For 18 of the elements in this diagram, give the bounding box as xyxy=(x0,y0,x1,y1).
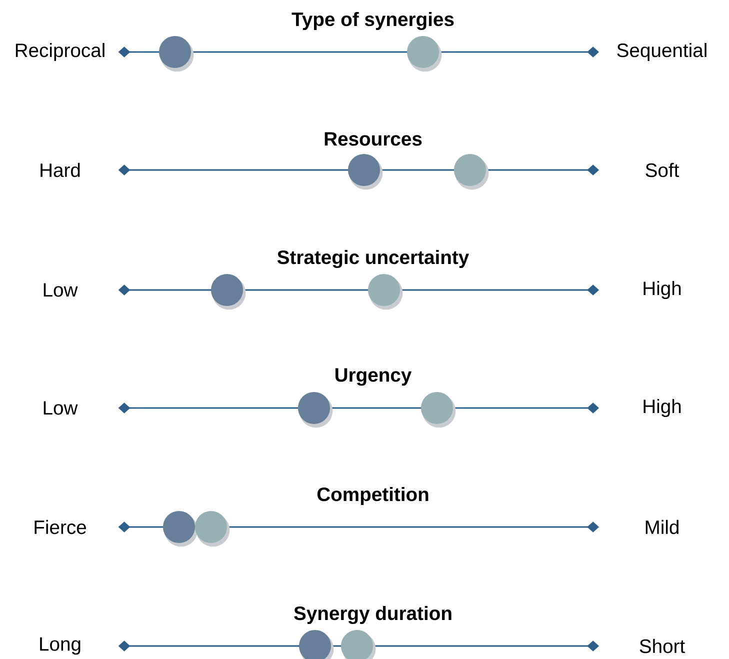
scale-end-label: Reciprocal xyxy=(16,42,104,61)
scale-end-label: Short xyxy=(640,638,685,654)
scale-title: Resources xyxy=(324,132,422,146)
scale-end-label: High xyxy=(644,280,681,299)
scale-end-label: Sequential xyxy=(617,42,706,61)
scale-end-label: Soft xyxy=(646,162,680,178)
scale-title: Urgency xyxy=(336,368,412,386)
scale-end-label: Low xyxy=(44,283,78,297)
scale-end-label: High xyxy=(644,398,681,417)
scale-end-label: Fierce xyxy=(34,520,86,534)
scale-end-label: Low xyxy=(44,401,78,415)
scale-title: Synergy duration xyxy=(294,606,452,624)
scale-title: Competition xyxy=(317,486,428,505)
scale-title: Type of synergies xyxy=(292,12,454,30)
scale-end-label: Long xyxy=(40,637,80,655)
scale-title: Strategic uncertainty xyxy=(277,250,470,268)
scale-end-label: Hard xyxy=(40,162,80,178)
scale-end-label: Mild xyxy=(646,520,678,534)
